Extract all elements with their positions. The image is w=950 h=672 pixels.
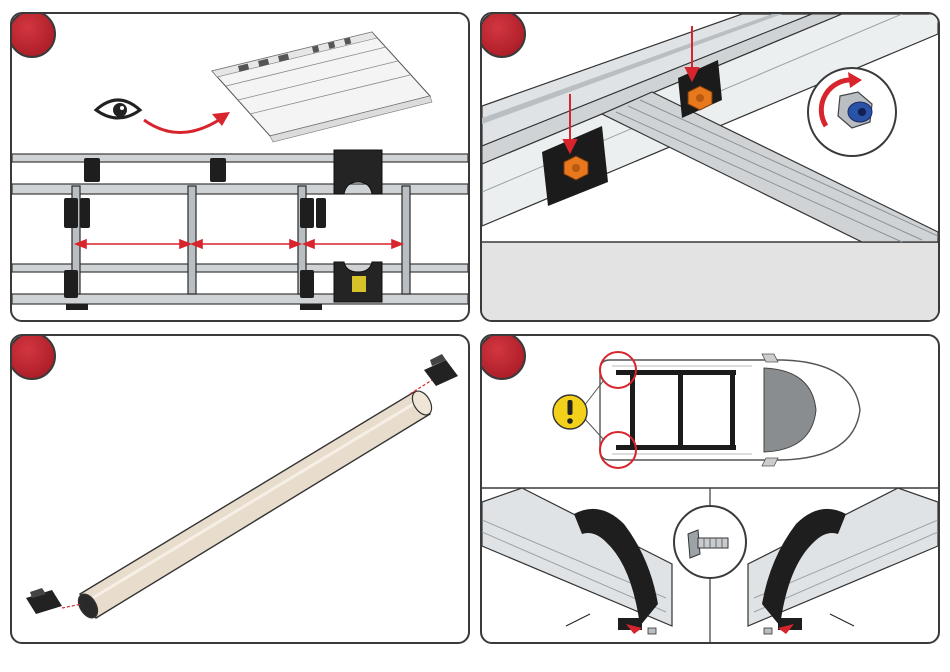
bolt-detail-bubble (674, 506, 746, 578)
bolt-small-right (764, 628, 772, 634)
panel-4-illustration (482, 336, 938, 642)
panel-2-illustration (482, 14, 938, 320)
panel-step-1 (10, 12, 470, 322)
look-arrow (144, 118, 222, 133)
crossbar-tube (74, 388, 435, 622)
end-cap-upper (410, 354, 458, 394)
warning-icon (553, 395, 587, 429)
eye-icon (96, 100, 140, 118)
panel-step-4 (480, 334, 940, 644)
end-cap-lower (26, 588, 82, 614)
panel-step-2 (480, 12, 940, 322)
spacing-arrows (76, 240, 402, 248)
nut-detail-bubble (808, 68, 896, 156)
end-cap-detail-left (482, 488, 672, 634)
end-cap-detail-right (748, 488, 938, 634)
panel-1-illustration (12, 14, 468, 320)
instruction-leaflet (212, 32, 432, 142)
bolt-small-left (648, 628, 656, 634)
panel-3-illustration (12, 336, 468, 642)
panel-step-3 (10, 334, 470, 644)
